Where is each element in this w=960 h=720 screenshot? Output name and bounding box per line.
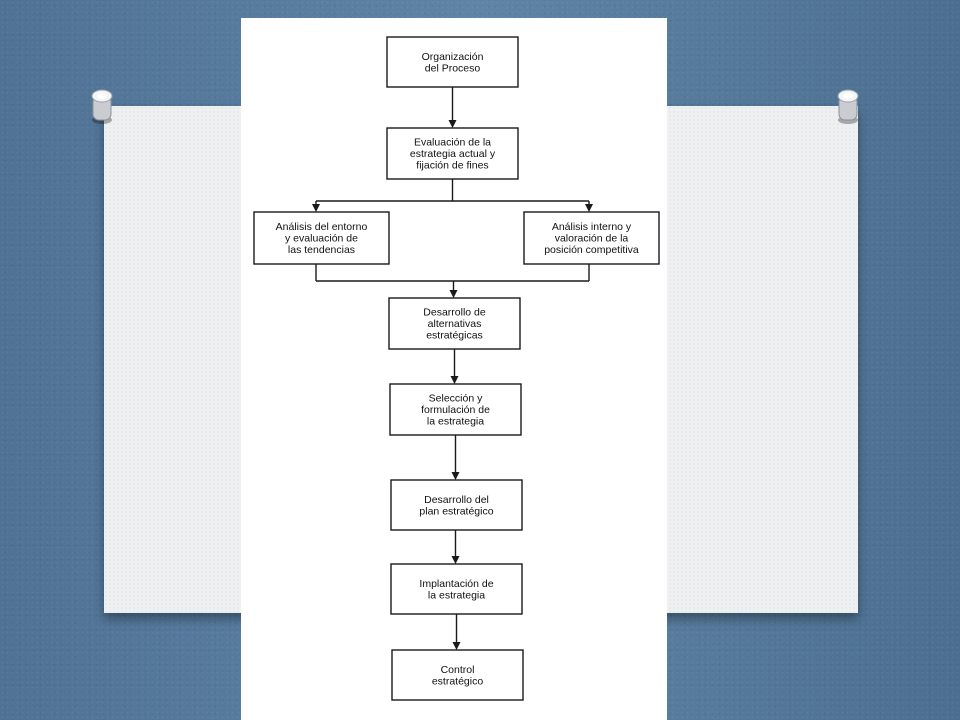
flow-box-text-line: fijación de fines <box>416 160 488 172</box>
flow-box-border <box>386 36 519 88</box>
flow-box-border <box>389 383 522 436</box>
flow-box-border <box>388 297 521 350</box>
flow-box-text-line: Implantación de <box>419 578 493 590</box>
flow-box-border <box>391 649 524 701</box>
flow-box-border <box>390 479 523 531</box>
flow-box-text-line: las tendencias <box>288 244 355 256</box>
arrowhead <box>451 472 460 480</box>
pushpin-icon-right <box>837 89 859 124</box>
flow-box-text-line: Análisis interno y <box>552 221 632 233</box>
arrowhead <box>448 120 457 128</box>
flow-box-text-line: Evaluación de la <box>414 137 491 149</box>
pushpin-icon-left <box>91 89 113 124</box>
arrowhead <box>449 290 458 298</box>
flowchart-connectors <box>312 87 593 650</box>
flow-box-text-line: formulación de <box>421 404 490 416</box>
flow-box-border <box>253 211 390 265</box>
flow-box-text-line: Desarrollo del <box>424 494 489 506</box>
flow-box-text-line: alternativas <box>428 318 482 330</box>
arrowhead <box>585 204 593 212</box>
flow-box-text-line: posición competitiva <box>544 244 639 256</box>
flow-box-border <box>386 127 519 180</box>
flow-box-text-line: Control <box>441 664 475 676</box>
flow-box-text-line: la estrategia <box>428 589 485 601</box>
flow-box-text-line: Selección y <box>429 393 483 405</box>
flow-box-text-line: Desarrollo de <box>423 307 486 319</box>
flow-box-border <box>390 563 523 615</box>
arrowhead <box>312 204 320 212</box>
flow-box-text-line: estratégico <box>432 675 484 687</box>
arrowhead <box>451 556 460 564</box>
flow-box-border <box>523 211 660 265</box>
flow-box-text-line: y evaluación de <box>285 233 358 245</box>
flow-box-text-line: estrategia actual y <box>410 148 496 160</box>
flow-box-text-line: Organización <box>422 51 484 63</box>
flow-box-text-line: estratégicas <box>426 330 483 342</box>
flow-box-text-line: valoración de la <box>555 233 629 245</box>
flow-box-text-line: Análisis del entorno <box>276 221 368 233</box>
flow-box-text-line: la estrategia <box>427 416 484 428</box>
flow-box-text-line: plan estratégico <box>419 505 493 517</box>
arrowhead <box>450 376 459 384</box>
arrowhead <box>452 642 461 650</box>
flow-box-text-line: del Proceso <box>425 62 481 74</box>
